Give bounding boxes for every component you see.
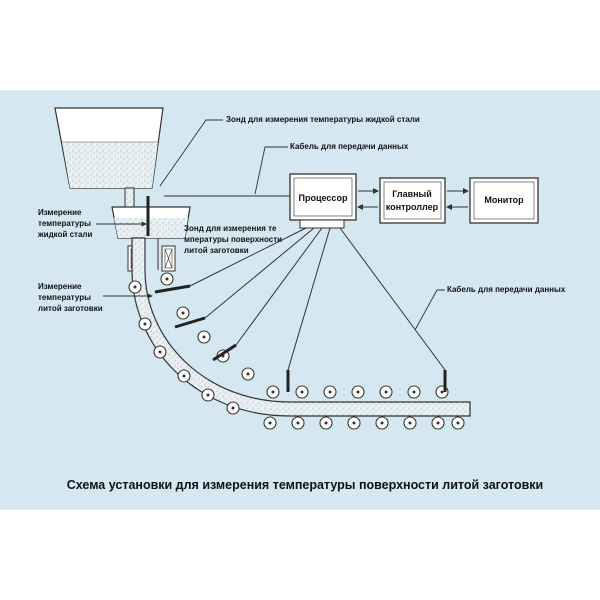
probe-surface-label-3: литой заготовки <box>184 246 249 255</box>
meas-billet-label-1: Измерение <box>38 282 82 291</box>
cable-top-label: Кабель для передачи данных <box>290 142 409 151</box>
roller-axle <box>356 390 360 394</box>
roller-axle <box>412 390 416 394</box>
roller-axle <box>246 372 250 376</box>
meas-billet-label-2: температуры <box>38 293 91 302</box>
ladle <box>54 107 164 189</box>
cable-right-label: Кабель для передачи данных <box>447 285 566 294</box>
meas-liquid-label-3: жидкой стали <box>37 230 92 239</box>
roller-axle <box>158 350 162 354</box>
roller-axle <box>384 390 388 394</box>
roller-axle <box>328 390 332 394</box>
meas-liquid-label-2: температуры <box>38 219 91 228</box>
roller-axle <box>440 390 444 394</box>
tundish <box>111 206 191 239</box>
box-connections <box>357 188 469 210</box>
roller-axle <box>182 374 186 378</box>
roller-set <box>128 272 465 430</box>
roller-axle <box>352 421 356 425</box>
leader-lines <box>96 119 445 331</box>
probe-surface-label-1: Зонд для измерения те <box>184 224 277 233</box>
probe-surface-label-2: мпературы поверхности <box>184 235 282 244</box>
meas-liquid-label-1: Измерение <box>38 208 82 217</box>
roller-axle <box>271 390 275 394</box>
main-controller-label-1: Главный <box>392 189 432 199</box>
roller-axle <box>300 390 304 394</box>
roller-axle <box>436 421 440 425</box>
roller-axle <box>380 421 384 425</box>
roller-axle <box>268 421 272 425</box>
roller-axle <box>456 421 460 425</box>
processor-label: Процессор <box>299 193 348 203</box>
roller-axle <box>206 393 210 397</box>
roller-axle <box>165 277 169 281</box>
processor-box: Процессор <box>289 173 357 229</box>
roller-axle <box>324 421 328 425</box>
probe-liquid-label: Зонд для измерения температуры жидкой ст… <box>226 115 420 124</box>
roller-axle <box>181 311 185 315</box>
main-controller-label-2: контроллер <box>386 202 439 212</box>
diagram-caption: Схема установки для измерения температур… <box>67 478 543 492</box>
probes-billet-surface <box>154 284 447 392</box>
data-cables <box>164 195 446 371</box>
roller-axle <box>296 421 300 425</box>
monitor-label: Монитор <box>484 195 524 205</box>
roller-axle <box>408 421 412 425</box>
roller-axle <box>202 335 206 339</box>
ladle-nozzle <box>124 187 135 209</box>
roller-axle <box>143 322 147 326</box>
roller-axle <box>133 285 137 289</box>
roller-axle <box>231 406 235 410</box>
main-controller-box: Главный контроллер <box>379 177 446 224</box>
monitor-box: Монитор <box>469 177 539 224</box>
meas-billet-label-3: литой заготовки <box>38 304 103 313</box>
